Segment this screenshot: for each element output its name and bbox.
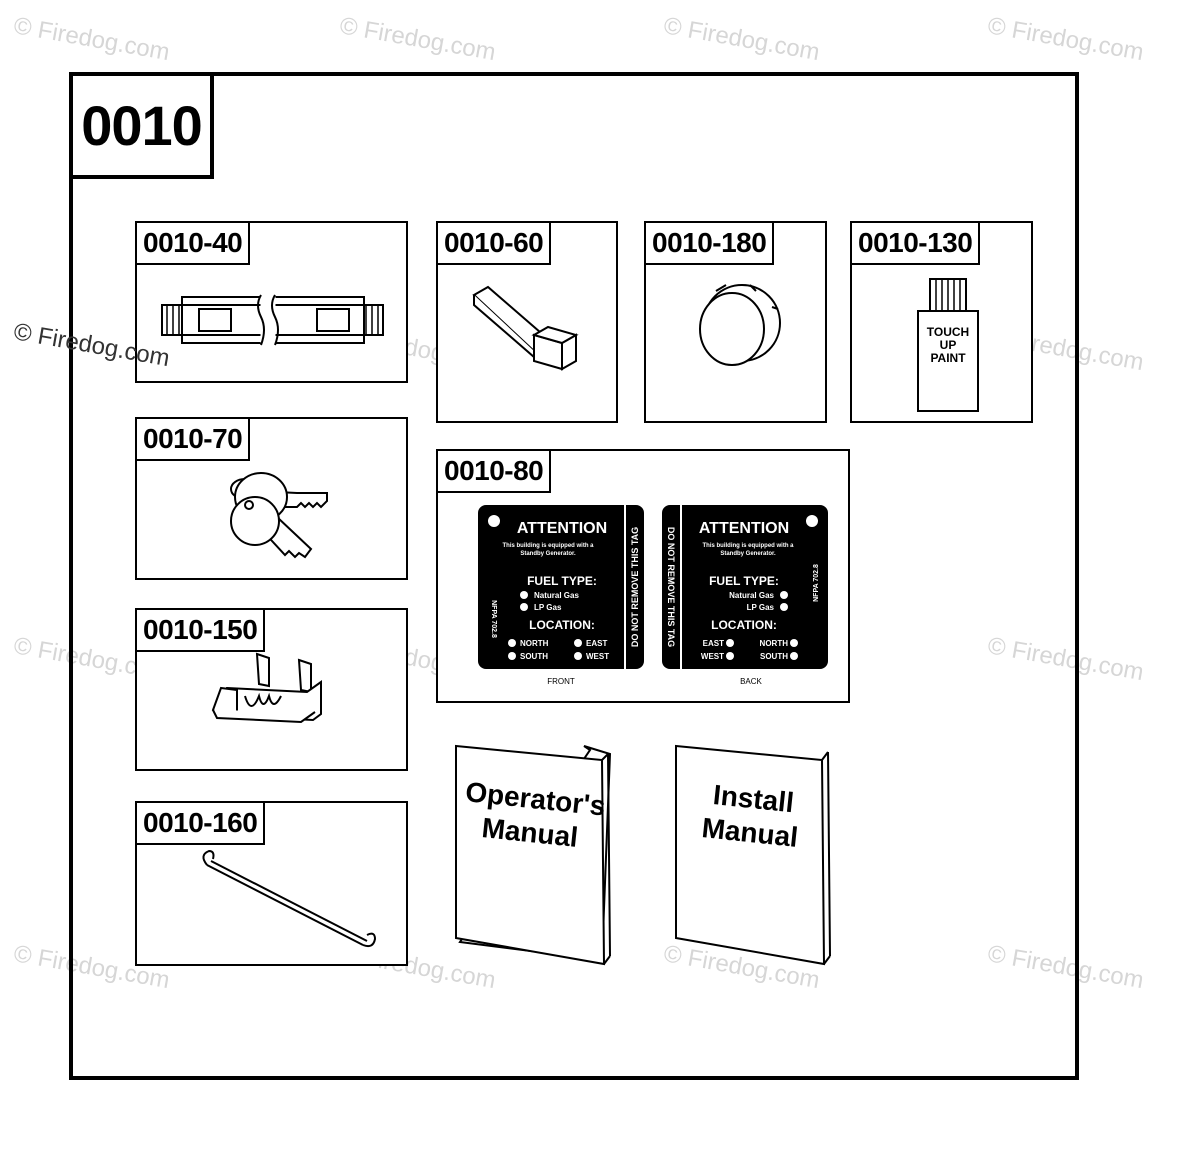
manual-book-icon: Install Manual bbox=[675, 744, 831, 966]
part-label: 0010-60 bbox=[436, 221, 552, 265]
tag-vertical-text: DO NOT REMOVE THIS TAG bbox=[630, 527, 640, 647]
operators-manual[interactable]: Operator's Manual bbox=[452, 742, 614, 968]
attention-tags: ATTENTION This building is equipped with… bbox=[478, 505, 828, 686]
tag-north: NORTH bbox=[520, 639, 549, 648]
tag-north: NORTH bbox=[760, 639, 789, 648]
bottle-text: PAINT bbox=[930, 351, 966, 365]
cap-icon bbox=[699, 284, 781, 366]
tag-front: ATTENTION This building is equipped with… bbox=[478, 505, 644, 686]
tag-heading: ATTENTION bbox=[699, 520, 789, 537]
tag-line1: This building is equipped with a bbox=[503, 543, 595, 549]
paint-bottle-icon: TOUCH UP PAINT bbox=[917, 278, 979, 412]
tag-heading: ATTENTION bbox=[517, 520, 607, 537]
tag-line1: This building is equipped with a bbox=[703, 543, 795, 549]
fuse-icon bbox=[211, 652, 322, 724]
strap-icon bbox=[202, 849, 377, 948]
bottle-text: TOUCH bbox=[927, 325, 969, 339]
part-0010-80[interactable]: 0010-80 ATTENTION This building is equip… bbox=[436, 449, 850, 703]
bottle-text: UP bbox=[940, 338, 957, 352]
tag-south: SOUTH bbox=[520, 652, 548, 661]
install-manual[interactable]: Install Manual bbox=[672, 742, 834, 968]
tag-fuel-lp: LP Gas bbox=[534, 603, 562, 612]
part-label: 0010-40 bbox=[135, 221, 251, 265]
part-label: 0010-160 bbox=[135, 801, 266, 845]
diagram-frame bbox=[69, 72, 1079, 1080]
tag-line2: Standby Generator. bbox=[720, 551, 776, 557]
part-0010-60[interactable]: 0010-60 bbox=[436, 221, 618, 423]
pipe-icon bbox=[161, 292, 384, 348]
tag-caption: BACK bbox=[740, 677, 762, 686]
part-label: 0010-80 bbox=[436, 449, 552, 493]
tag-caption: FRONT bbox=[547, 677, 575, 686]
part-label: 0010-150 bbox=[135, 608, 266, 652]
part-0010-70[interactable]: 0010-70 bbox=[135, 417, 408, 580]
tag-west: WEST bbox=[586, 652, 609, 661]
tag-back: ATTENTION This building is equipped with… bbox=[662, 505, 828, 686]
tag-east: EAST bbox=[703, 639, 724, 648]
tag-fuel-natural: Natural Gas bbox=[729, 591, 774, 600]
tag-location-heading: LOCATION: bbox=[529, 618, 595, 632]
keys-icon bbox=[230, 472, 328, 559]
tag-fuel-lp: LP Gas bbox=[747, 603, 775, 612]
tag-west: WEST bbox=[701, 652, 724, 661]
tag-side-text: NFPA 702.8 bbox=[490, 600, 497, 638]
part-0010-160[interactable]: 0010-160 bbox=[135, 801, 408, 966]
tag-fuel-heading: FUEL TYPE: bbox=[527, 574, 597, 588]
part-0010-40[interactable]: 0010-40 bbox=[135, 221, 408, 383]
tag-line2: Standby Generator. bbox=[520, 551, 576, 557]
driver-bit-icon bbox=[472, 285, 579, 371]
tag-east: EAST bbox=[586, 639, 607, 648]
part-0010-130[interactable]: 0010-130 TOUCH UP PAINT bbox=[850, 221, 1033, 423]
watermark: © Firedog.com bbox=[985, 12, 1146, 67]
watermark: © Firedog.com bbox=[337, 12, 498, 67]
watermark: © Firedog.com bbox=[11, 12, 172, 67]
part-0010-150[interactable]: 0010-150 bbox=[135, 608, 408, 771]
tag-vertical-text: DO NOT REMOVE THIS TAG bbox=[666, 527, 676, 647]
tag-south: SOUTH bbox=[760, 652, 788, 661]
manual-book-icon: Operator's Manual bbox=[455, 744, 612, 966]
tag-side-text: NFPA 702.8 bbox=[813, 564, 820, 602]
tag-fuel-natural: Natural Gas bbox=[534, 591, 579, 600]
watermark: © Firedog.com bbox=[661, 12, 822, 67]
part-label: 0010-130 bbox=[850, 221, 981, 265]
part-label: 0010-70 bbox=[135, 417, 251, 461]
part-0010-180[interactable]: 0010-180 bbox=[644, 221, 827, 423]
diagram-label: 0010 bbox=[69, 72, 214, 179]
tag-fuel-heading: FUEL TYPE: bbox=[709, 574, 779, 588]
part-label: 0010-180 bbox=[644, 221, 775, 265]
tag-location-heading: LOCATION: bbox=[711, 618, 777, 632]
